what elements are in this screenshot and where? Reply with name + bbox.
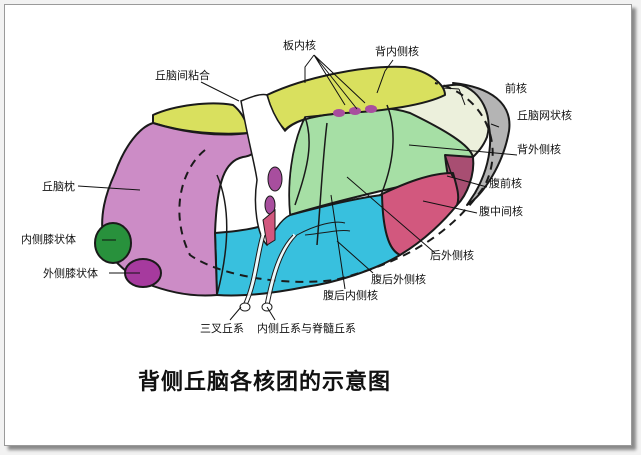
label-trigeminal-lemniscus: 三叉丘系	[200, 322, 244, 335]
intralaminar-spot-3	[333, 109, 345, 117]
trigeminal-lemniscus-end	[239, 302, 251, 312]
label-interthalamic-adhesion: 丘脑间粘合	[155, 68, 210, 82]
figure-title: 背侧丘脑各核团的示意图	[138, 369, 391, 395]
intralaminar-spot-4	[349, 107, 361, 115]
division-lines	[216, 104, 454, 296]
label-reticular-nucleus: 丘脑网状核	[517, 108, 572, 122]
label-ventral-posterolateral-nucleus: 腹后外侧核	[371, 272, 426, 286]
label-medial-dorsal-nucleus: 背内侧核	[375, 44, 419, 58]
figure-frame: 板内核 背内侧核 丘脑间粘合 前核 丘脑网状核 背外侧核 丘脑枕 腹前核 腹中间…	[4, 4, 632, 446]
label-lateral-posterior-nucleus: 后外侧核	[430, 248, 474, 262]
medial-geniculate-body-region	[94, 222, 132, 264]
label-ventral-posteromedial-nucleus: 腹后内侧核	[323, 288, 378, 302]
label-lateral-geniculate-body: 外侧膝状体	[43, 266, 98, 280]
label-intralaminar-nuclei: 板内核	[283, 38, 316, 52]
label-ventral-anterior-nucleus: 腹前核	[489, 176, 522, 190]
label-medial-lemniscus-spinothalamic: 内侧丘系与脊髓丘系	[257, 321, 356, 335]
intralaminar-spot-5	[365, 105, 377, 113]
ventral-medial-small-region	[262, 208, 276, 246]
label-anterior-nucleus: 前核	[505, 81, 527, 95]
leader-lines	[77, 54, 518, 321]
label-pulvinar: 丘脑枕	[42, 179, 75, 193]
intralaminar-spot-1	[267, 166, 283, 192]
label-ventral-intermediate-nucleus: 腹中间核	[479, 204, 523, 218]
thalamus-diagram: 板内核 背内侧核 丘脑间粘合 前核 丘脑网状核 背外侧核 丘脑枕 腹前核 腹中间…	[21, 38, 572, 395]
label-medial-geniculate-body: 内侧膝状体	[21, 232, 76, 246]
label-lateral-dorsal-nucleus: 背外侧核	[517, 142, 561, 156]
lemniscus-fibers	[243, 233, 297, 306]
lemniscus-fibers-outline	[242, 221, 351, 306]
